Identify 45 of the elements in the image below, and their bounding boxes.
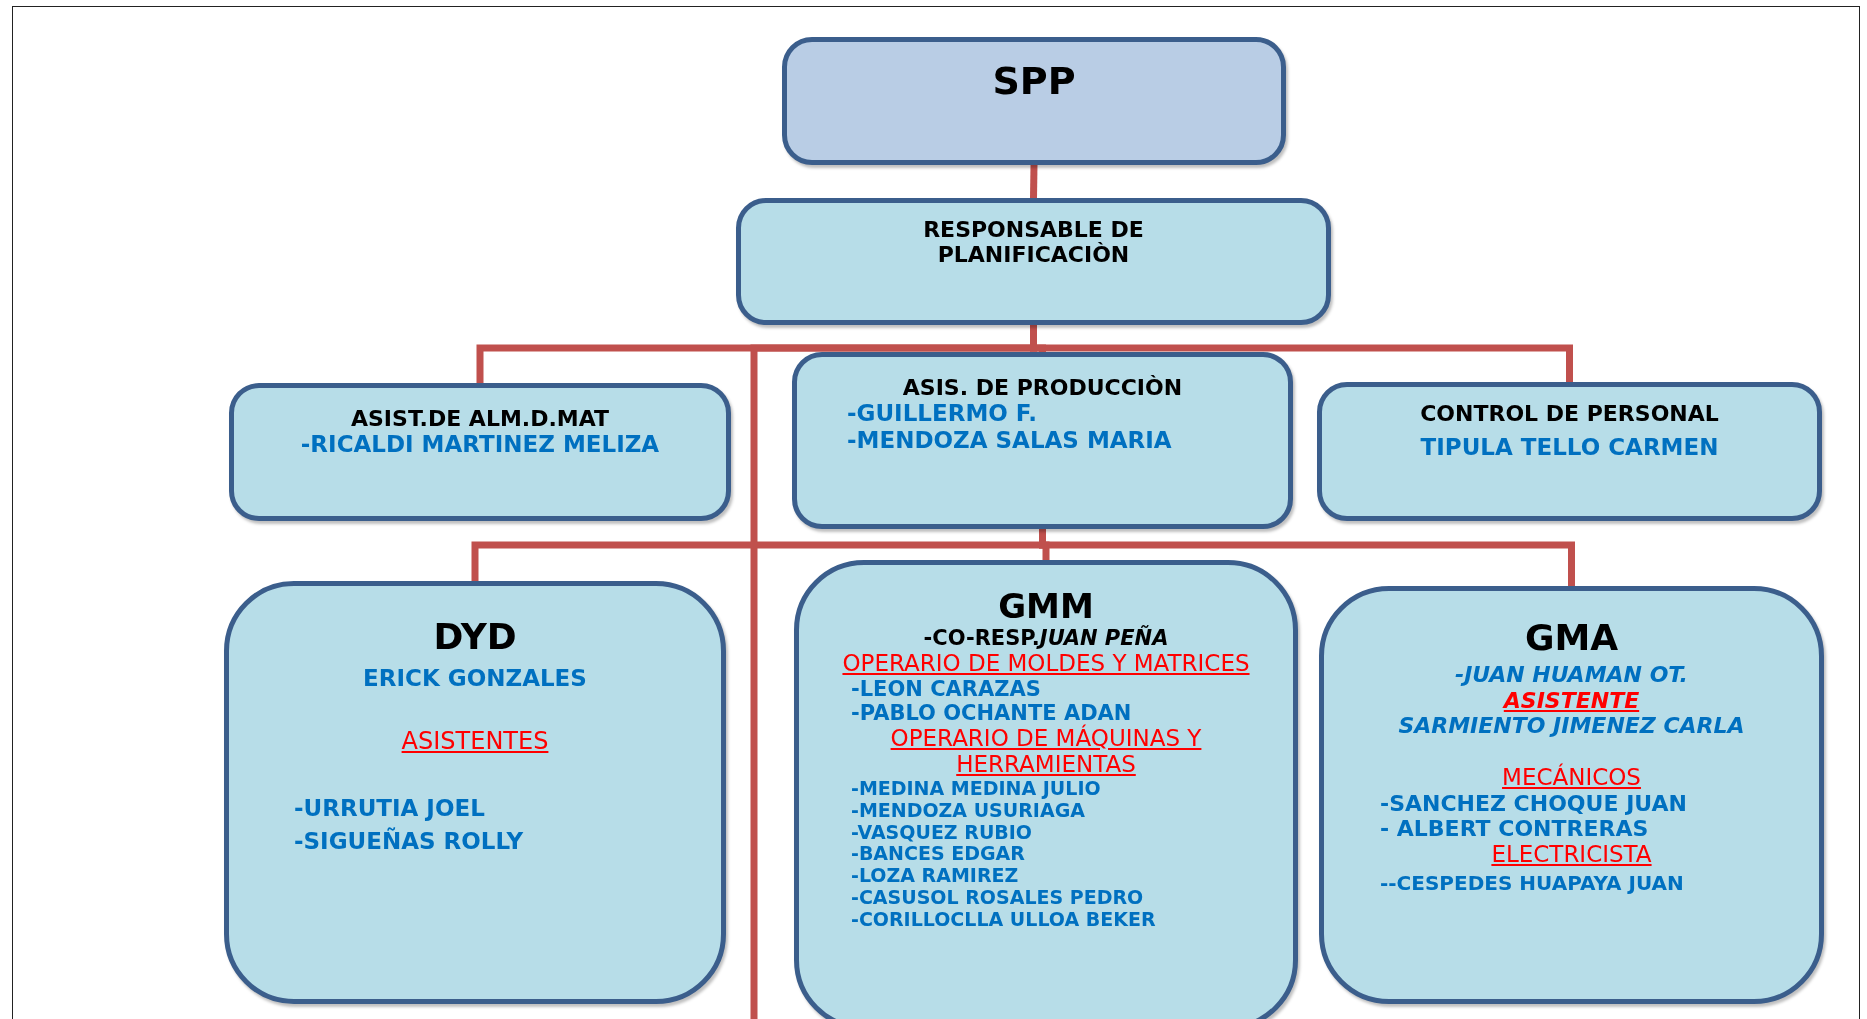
person-name: -SIGUEÑAS ROLLY: [293, 827, 525, 855]
unit-title: RESPONSABLE DE PLANIFICACIÒN: [922, 217, 1145, 268]
person-name: -GUILLERMO F.: [846, 400, 1038, 427]
role-heading: MECÁNICOS: [1501, 764, 1642, 791]
person-name: -RICALDI MARTINEZ MELIZA: [299, 431, 661, 458]
org-chart-box: [794, 560, 1298, 1019]
role-heading: ELECTRICISTA: [1490, 841, 1653, 868]
unit-title: DYD: [432, 616, 518, 658]
person-name: -MENDOZA SALAS MARIA: [846, 426, 1173, 454]
person-name: SARMIENTO JIMENEZ CARLA: [1397, 713, 1746, 739]
unit-title: GMA: [1523, 617, 1620, 659]
co-responsible-text: -CO-RESP.JUAN PEÑA: [922, 626, 1170, 651]
person-name: -PABLO OCHANTE ADAN: [850, 700, 1132, 725]
person-name: -LEON CARAZAS: [850, 676, 1042, 701]
person-name: - ALBERT CONTRERAS: [1379, 816, 1650, 842]
person-name: -CASUSOL ROSALES PEDRO: [850, 887, 1145, 909]
role-heading: ASISTENTE: [1501, 687, 1641, 713]
unit-title: ASIST.DE ALM.D.MAT: [350, 406, 610, 432]
person-name: -BANCES EDGAR: [850, 843, 1026, 866]
org-chart-box: [792, 352, 1293, 529]
org-chart-box: [229, 383, 731, 521]
person-name: TIPULA TELLO CARMEN: [1419, 434, 1720, 461]
org-chart-box: [1317, 382, 1822, 521]
role-heading: ASISTENTES: [400, 727, 550, 756]
unit-title: CONTROL DE PERSONAL: [1419, 401, 1720, 427]
org-chart-box: [224, 581, 726, 1004]
role-heading: OPERARIO DE MÁQUINAS Y HERRAMIENTAS: [889, 724, 1203, 778]
unit-title: GMM: [997, 587, 1095, 627]
org-chart-box: [782, 37, 1286, 165]
connector-line: [1030, 164, 1038, 199]
person-name: -VASQUEZ RUBIO: [850, 821, 1034, 844]
person-name: -JUAN HUAMAN OT.: [1454, 662, 1689, 688]
role-heading: OPERARIO DE MOLDES Y MATRICES: [841, 650, 1251, 677]
person-name: -LOZA RAMIREZ: [850, 865, 1020, 888]
person-name: -MEDINA MEDINA JULIO: [850, 777, 1102, 800]
person-name: -SANCHEZ CHOQUE JUAN: [1379, 790, 1688, 816]
person-name: -MENDOZA USURIAGA: [850, 799, 1085, 822]
unit-title: SPP: [991, 60, 1077, 104]
org-chart-box: [1319, 586, 1824, 1004]
unit-title: ASIS. DE PRODUCCIÒN: [901, 375, 1184, 401]
person-name: --CESPEDES HUAPAYA JUAN: [1379, 871, 1685, 895]
person-name: -URRUTIA JOEL: [293, 795, 486, 822]
person-name: ERICK GONZALES: [362, 665, 588, 692]
org-chart-box: [736, 198, 1331, 325]
person-name: -CORILLOCLLA ULLOA BEKER: [850, 908, 1157, 931]
